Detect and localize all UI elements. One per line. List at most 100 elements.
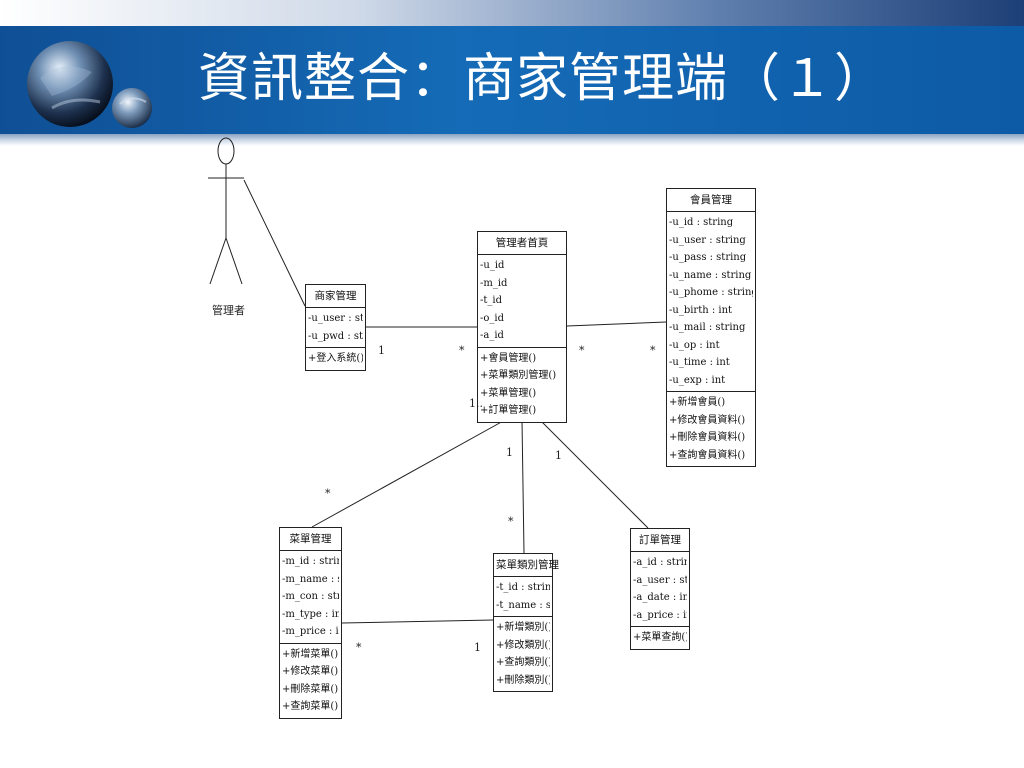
attribute: -u_pwd : string: [308, 330, 363, 342]
slide-title: 資訊整合：商家管理端（１）: [198, 49, 888, 109]
attribute: -u_birth : int: [669, 304, 733, 316]
attribute: -a_price : int: [633, 609, 687, 621]
attribute: -t_id: [480, 295, 502, 306]
link-home-category: [521, 419, 525, 554]
operation: +刪除會員資料(): [669, 432, 746, 443]
multiplicity-label: 1: [378, 344, 385, 357]
attribute: -m_price : int: [282, 626, 339, 637]
class-merchant-mgmt[interactable]: 商家管理 -u_user : string -u_pwd : string +登…: [305, 284, 366, 371]
link-menu-category: [341, 619, 494, 624]
multiplicity-label: 1: [506, 446, 513, 459]
attribute: -u_id: [480, 260, 505, 271]
operation: +修改類別(): [496, 639, 550, 651]
class-attributes: -a_id : string -a_user : string -a_date …: [631, 552, 689, 627]
attribute: -u_user : string: [669, 234, 746, 246]
class-menu-mgmt[interactable]: 菜單管理 -m_id : string -m_name : string -m_…: [279, 527, 342, 719]
class-name: 菜單類別管理: [494, 554, 559, 577]
class-admin-home[interactable]: 管理者首頁 -u_id -m_id -t_id -o_id -a_id +會員管…: [477, 231, 567, 423]
attribute: -u_exp : int: [669, 374, 726, 386]
multiplicity-label: 1: [555, 449, 562, 462]
class-name: 會員管理: [667, 189, 755, 212]
attribute: -o_id: [480, 312, 504, 324]
actor-label: 管理者: [212, 304, 245, 317]
multiplicity-label: *: [356, 641, 362, 654]
class-attributes: -m_id : string -m_name : string -m_con :…: [280, 551, 341, 644]
link-home-member: [566, 321, 667, 327]
operation: +菜單管理(): [480, 387, 537, 399]
slide-header: 資訊整合：商家管理端（１）: [0, 0, 1024, 146]
actor-stick-figure-icon: [208, 137, 244, 285]
multiplicity-label: *: [579, 344, 585, 357]
attribute: -m_id: [480, 277, 508, 289]
attribute: -m_type : int: [282, 608, 339, 620]
operation: +查詢類別(): [496, 657, 550, 668]
class-name: 訂單管理: [631, 529, 689, 552]
attribute: -u_mail : string: [669, 322, 746, 333]
operation: +查詢會員資料(): [669, 449, 746, 461]
attribute: -u_user : string: [308, 313, 363, 324]
class-attributes: -u_user : string -u_pwd : string: [306, 308, 365, 348]
attribute: -t_id : string: [496, 582, 550, 593]
operation: +修改會員資料(): [669, 414, 746, 426]
attribute: -a_id : string: [633, 557, 687, 568]
operation: +刪除菜單(): [282, 683, 339, 695]
link-home-menu: [311, 419, 506, 528]
class-attributes: -u_id : string -u_user : string -u_pass …: [667, 212, 755, 392]
actor-right-leg: [225, 237, 243, 285]
operation: +會員管理(): [480, 352, 537, 364]
attribute: -t_name : string: [496, 599, 550, 611]
operation: +新增菜單(): [282, 648, 339, 660]
operation: +菜單查詢(): [633, 632, 687, 643]
actor-left-leg: [209, 237, 227, 285]
operation: +新增類別(): [496, 622, 550, 633]
operation: +登入系統(): [308, 353, 363, 364]
operation: +新增會員(): [669, 397, 726, 408]
attribute: -u_pass : string: [669, 252, 747, 263]
header-top-strip: [0, 0, 1024, 26]
class-operations: +新增菜單() +修改菜單() +刪除菜單() +查詢菜單(): [280, 644, 341, 718]
class-operations: +新增類別() +修改類別() +查詢類別() +刪除類別(): [494, 617, 552, 691]
class-name: 商家管理: [306, 285, 365, 308]
multiplicity-label: *: [508, 515, 514, 528]
attribute: -u_phome : string: [669, 287, 753, 298]
attribute: -a_id: [480, 330, 504, 341]
operation: +訂單管理(): [480, 405, 537, 416]
operation: +修改菜單(): [282, 666, 339, 677]
class-order-mgmt[interactable]: 訂單管理 -a_id : string -a_user : string -a_…: [630, 528, 690, 650]
class-member-mgmt[interactable]: 會員管理 -u_id : string -u_user : string -u_…: [666, 188, 756, 467]
actor-head: [217, 137, 235, 165]
class-attributes: -t_id : string -t_name : string: [494, 577, 552, 617]
attribute: -m_name : string: [282, 573, 339, 585]
class-operations: +會員管理() +菜單類別管理() +菜單管理() +訂單管理(): [478, 348, 566, 422]
class-operations: +菜單查詢(): [631, 627, 689, 649]
multiplicity-label: *: [325, 487, 331, 500]
link-actor-merchant: [243, 179, 306, 307]
attribute: -u_time : int: [669, 357, 730, 368]
multiplicity-label: *: [650, 344, 656, 357]
attribute: -a_date : int: [633, 592, 687, 603]
class-category-mgmt[interactable]: 菜單類別管理 -t_id : string -t_name : string +…: [493, 553, 559, 692]
attribute: -u_id : string: [669, 217, 734, 228]
attribute: -u_op : int: [669, 339, 720, 351]
attribute: -a_user : string: [633, 574, 687, 586]
multiplicity-label: *: [459, 344, 465, 357]
class-attributes: -u_id -m_id -t_id -o_id -a_id: [478, 255, 566, 348]
class-name: 菜單管理: [280, 528, 341, 551]
attribute: -u_name : string: [669, 269, 752, 281]
link-home-order: [539, 419, 649, 529]
operation: +菜單類別管理(): [480, 370, 557, 381]
header-title-band: [0, 26, 1024, 134]
globe-logo-icon: [27, 41, 152, 128]
multiplicity-label: 1: [474, 641, 481, 654]
class-name: 管理者首頁: [478, 232, 566, 255]
multiplicity-label: 1..: [469, 397, 483, 410]
class-operations: +登入系統(): [306, 348, 365, 370]
header-shadow: [0, 134, 1024, 146]
attribute: -m_con : string: [282, 591, 339, 602]
operation: +刪除類別(): [496, 674, 550, 686]
operation: +查詢菜單(): [282, 701, 339, 712]
attribute: -m_id : string: [282, 556, 339, 567]
class-operations: +新增會員() +修改會員資料() +刪除會員資料() +查詢會員資料(): [667, 392, 755, 466]
